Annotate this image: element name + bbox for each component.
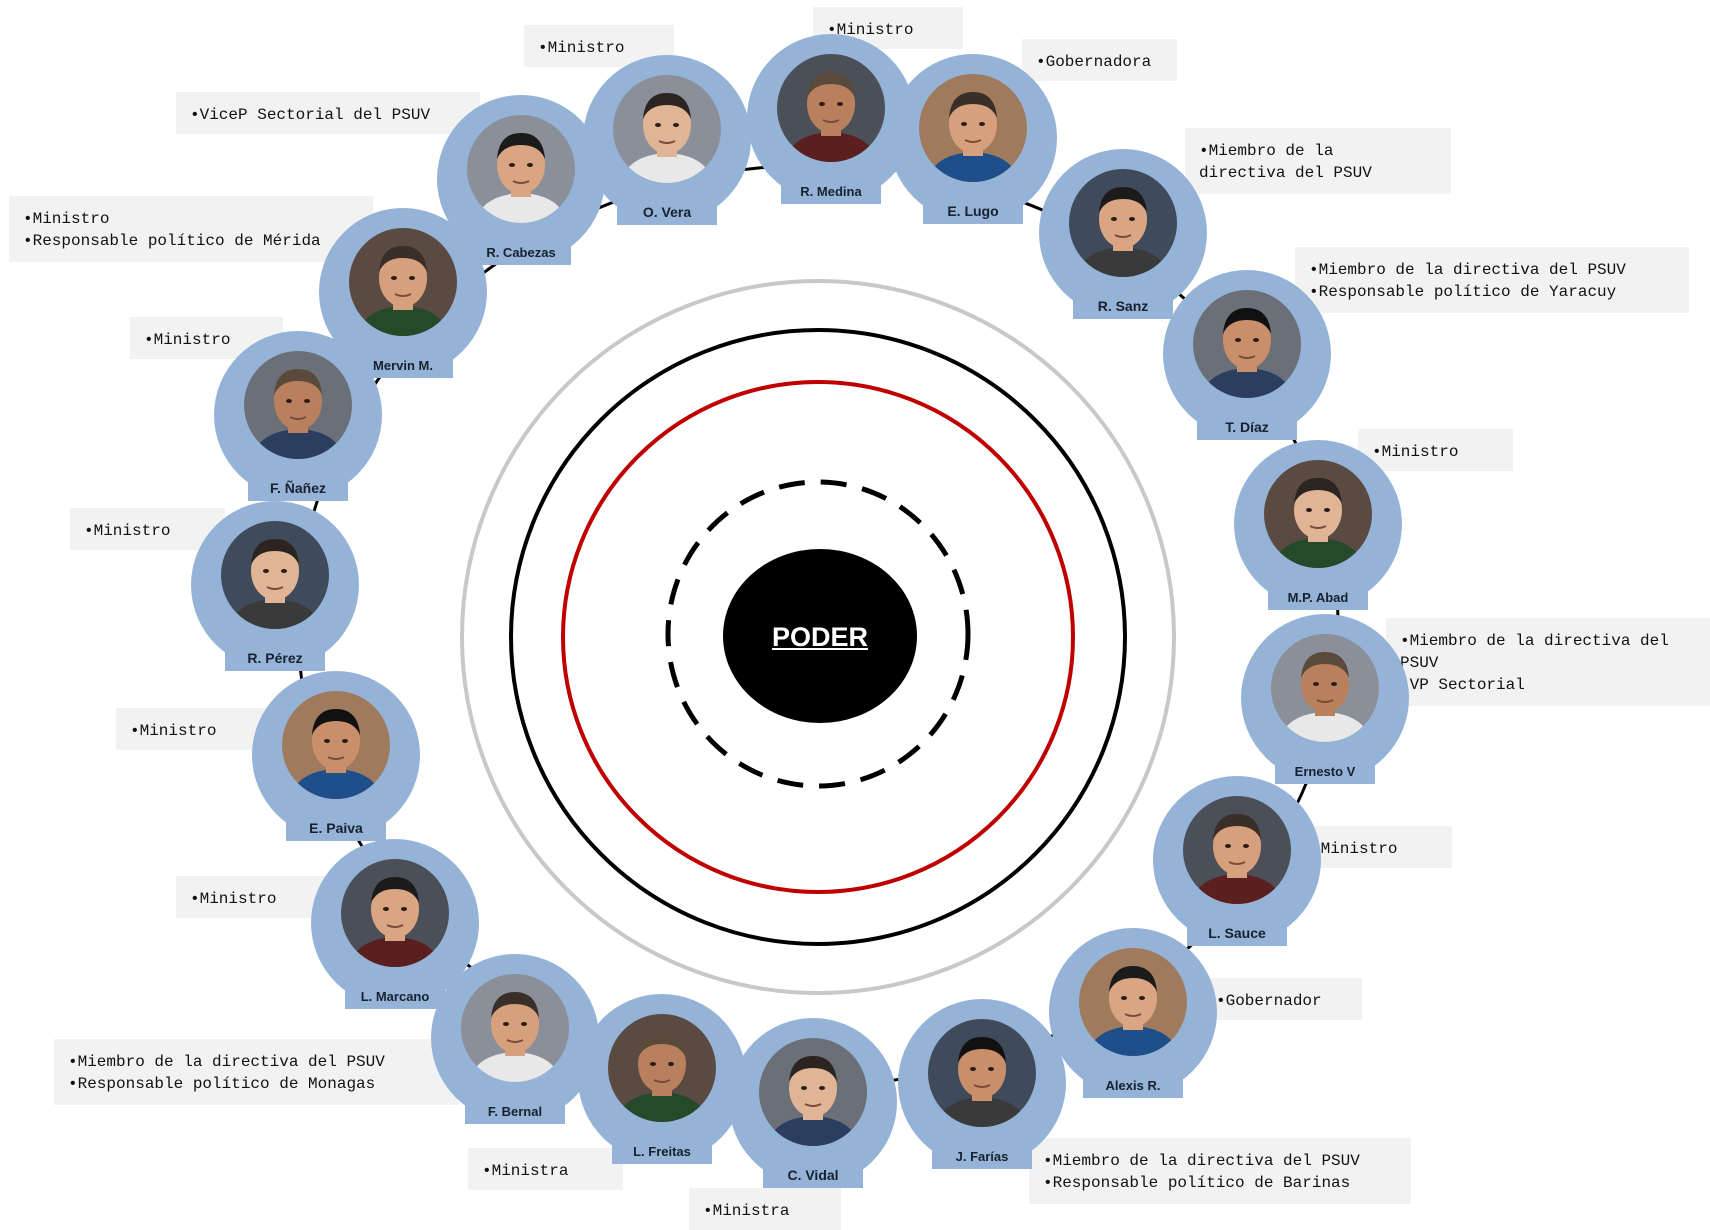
person-node-o-vera: O. Vera <box>583 55 751 225</box>
role-box-alexis-r: •Gobernador <box>1202 978 1362 1020</box>
person-name-label: C. Vidal <box>763 1162 863 1188</box>
person-node-m-p-abad: M.P. Abad <box>1234 440 1402 610</box>
role-box-o-vera: •Ministro <box>524 25 674 67</box>
person-node-l-sauce: L. Sauce <box>1153 776 1321 946</box>
person-node-e-lugo: E. Lugo <box>889 54 1057 224</box>
person-node-r-perez: R. Pérez <box>191 501 359 671</box>
person-name-label: T. Díaz <box>1197 414 1297 440</box>
role-box-f-bernal: •Miembro de la directiva del PSUV •Respo… <box>54 1039 459 1105</box>
person-node-r-sanz: R. Sanz <box>1039 149 1207 319</box>
person-photo <box>1183 796 1291 904</box>
role-box-c-vidal: •Ministra <box>689 1188 841 1230</box>
person-name-label: Ernesto V <box>1275 758 1375 784</box>
person-photo <box>221 521 329 629</box>
person-node-mervin-m: Mervin M. <box>319 208 487 378</box>
person-node-l-freitas: L. Freitas <box>578 994 746 1164</box>
person-name-label: L. Sauce <box>1187 920 1287 946</box>
person-photo <box>928 1019 1036 1127</box>
person-photo <box>919 74 1027 182</box>
person-node-f-bernal: F. Bernal <box>431 954 599 1124</box>
person-node-alexis-r: Alexis R. <box>1049 928 1217 1098</box>
person-photo <box>461 974 569 1082</box>
person-name-label: O. Vera <box>617 199 717 225</box>
person-name-label: R. Pérez <box>225 645 325 671</box>
person-name-label: E. Lugo <box>923 198 1023 224</box>
person-node-c-vidal: C. Vidal <box>729 1018 897 1188</box>
person-name-label: E. Paiva <box>286 815 386 841</box>
black-circle <box>509 328 1127 946</box>
role-box-r-cabezas: •ViceP Sectorial del PSUV <box>176 92 480 134</box>
person-photo <box>1069 169 1177 277</box>
person-photo <box>467 115 575 223</box>
role-box-ernesto-v: •Miembro de la directiva del PSUV •VP Se… <box>1386 618 1710 706</box>
role-box-mervin-m: •Ministro •Responsable político de Mérid… <box>9 196 373 262</box>
role-box-t-diaz: •Miembro de la directiva del PSUV •Respo… <box>1295 247 1689 313</box>
person-photo <box>282 691 390 799</box>
person-photo <box>1079 948 1187 1056</box>
person-node-j-farias: J. Farías <box>898 999 1066 1169</box>
person-node-r-cabezas: R. Cabezas <box>437 95 605 265</box>
person-photo <box>341 859 449 967</box>
person-name-label: M.P. Abad <box>1268 584 1368 610</box>
role-box-r-perez: •Ministro <box>70 508 225 550</box>
role-box-r-sanz: •Miembro de la directiva del PSUV <box>1185 128 1451 194</box>
role-box-l-sauce: •Ministro <box>1297 826 1452 868</box>
role-box-e-paiva: •Ministro <box>116 708 271 750</box>
person-name-label: R. Sanz <box>1073 293 1173 319</box>
person-name-label: R. Cabezas <box>471 239 571 265</box>
role-box-r-medina: •Ministro <box>813 7 963 49</box>
poder-center <box>723 549 917 723</box>
person-node-f-nanez: F. Ñañez <box>214 331 382 501</box>
person-photo <box>777 54 885 162</box>
dashed-circle <box>665 479 971 789</box>
person-node-e-paiva: E. Paiva <box>252 671 420 841</box>
person-name-label: F. Bernal <box>465 1098 565 1124</box>
person-photo <box>349 228 457 336</box>
gray-circle <box>460 279 1176 995</box>
person-photo <box>608 1014 716 1122</box>
role-box-l-freitas: •Ministra <box>468 1148 623 1190</box>
role-box-l-marcano: •Ministro <box>176 876 331 918</box>
role-box-m-p-abad: •Ministro <box>1358 429 1513 471</box>
red-circle <box>561 380 1075 894</box>
poder-label: PODER <box>771 621 869 652</box>
person-name-label: F. Ñañez <box>248 475 348 501</box>
person-name-label: Mervin M. <box>353 352 453 378</box>
person-name-label: J. Farías <box>932 1143 1032 1169</box>
person-node-ernesto-v: Ernesto V <box>1241 614 1409 784</box>
person-photo <box>1193 290 1301 398</box>
person-name-label: Alexis R. <box>1083 1072 1183 1098</box>
person-node-t-diaz: T. Díaz <box>1163 270 1331 440</box>
person-photo <box>244 351 352 459</box>
person-name-label: R. Medina <box>781 178 881 204</box>
person-photo <box>1271 634 1379 742</box>
person-name-label: L. Marcano <box>345 983 445 1009</box>
person-photo <box>1264 460 1372 568</box>
role-box-e-lugo: •Gobernadora <box>1022 39 1177 81</box>
person-node-r-medina: R. Medina <box>747 34 915 204</box>
role-box-j-farias: •Miembro de la directiva del PSUV •Respo… <box>1029 1138 1411 1204</box>
person-node-l-marcano: L. Marcano <box>311 839 479 1009</box>
person-photo <box>613 75 721 183</box>
person-name-label: L. Freitas <box>612 1138 712 1164</box>
person-photo <box>759 1038 867 1146</box>
